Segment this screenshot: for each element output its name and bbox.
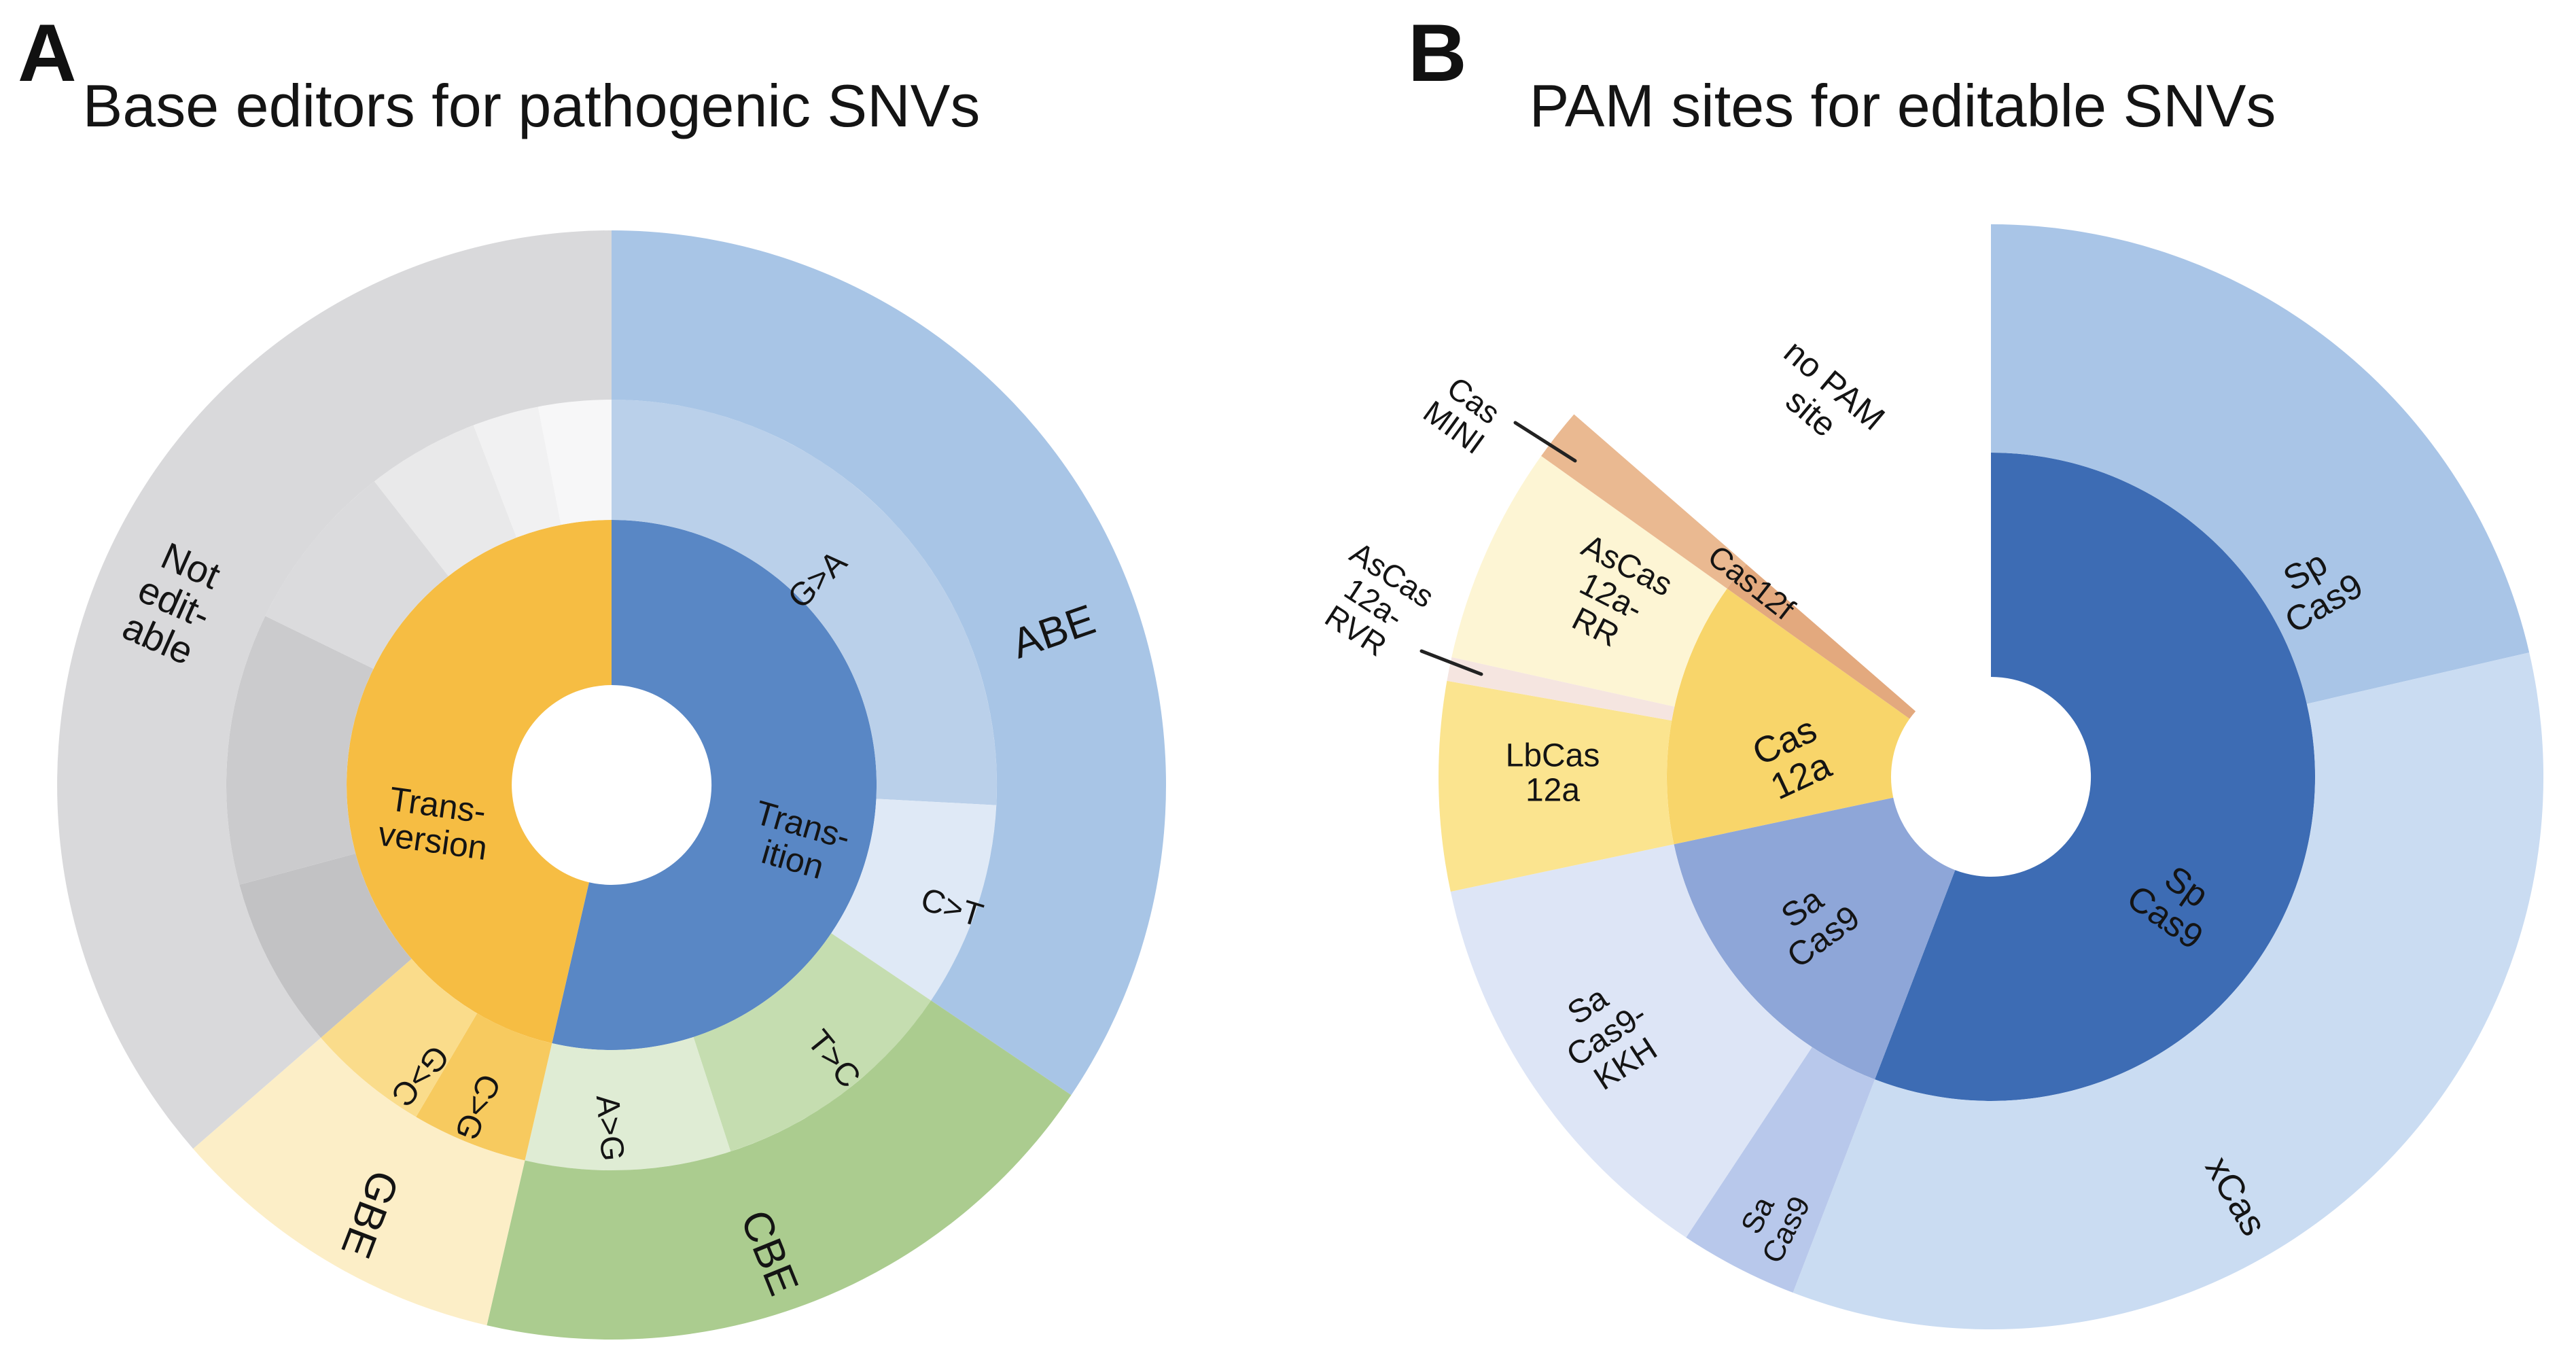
label-b-ascas-12a-rvr: AsCas12a-RVR [1307,535,1440,671]
segment-a-mid-noneditable-1[interactable] [239,853,412,1038]
segment-a-mid-noneditable-4[interactable] [374,425,517,576]
segment-a-outer-abe[interactable] [612,230,1167,1096]
segment-b-outer-lbcas-12a[interactable] [1439,680,1674,892]
segment-a-mid-g-to-c[interactable] [321,958,478,1117]
segment-b-outer-sp-cas9[interactable] [1991,224,2530,704]
segment-b-inner-sp-cas9[interactable] [1875,453,2316,1101]
label-a-not-editable: Notedit-able [116,531,233,674]
label-a-a-to-g: A>G [589,1094,631,1163]
segment-b-inner-cas-12a[interactable] [1666,589,1910,845]
segment-a-outer-gbe[interactable] [193,1038,525,1326]
segment-b-outer-sa-cas9-kkh[interactable] [1450,844,1812,1238]
segment-a-mid-noneditable-2[interactable] [226,616,374,885]
segment-b-outer-xcas[interactable] [1793,652,2544,1330]
segment-b-inner-cas12f[interactable] [1727,564,1916,719]
panel-b-letter: B [1408,7,1467,99]
segment-a-inner-transversion[interactable] [347,520,612,1043]
segment-a-mid-a-to-g[interactable] [525,1036,731,1170]
segment-a-outer-not-editable[interactable] [57,230,612,1149]
segment-a-mid-noneditable-5[interactable] [473,406,561,538]
panel-a-letter: A [18,7,77,99]
segment-a-inner-transition[interactable] [552,520,877,1051]
segment-a-mid-t-to-c[interactable] [693,933,932,1152]
segment-a-outer-cbe[interactable] [487,1000,1072,1340]
cas-mini-pointer-line [1513,421,1577,463]
label-a-transversion: Trans-version [376,779,495,867]
segment-b-outer-cas-mini[interactable] [1541,414,1746,589]
segment-b-outer-sa-cas9[interactable] [1686,1047,1875,1293]
sunburst-A: Trans-itionTrans-versionG>AC>TT>CA>GC>GG… [57,230,1167,1340]
ascas-12a-rvr-pointer-line [1419,649,1483,676]
segment-b-outer-ascas-12a-rvr[interactable] [1447,657,1675,721]
label-b-cas-mini: CasMINI [1417,366,1511,461]
label-b-no-pam-site: no PAMsite [1754,332,1892,465]
segment-b-inner-sa-cas9[interactable] [1674,797,1956,1080]
panel-a-title: Base editors for pathogenic SNVs [82,72,981,139]
segment-a-mid-c-to-g[interactable] [416,1013,552,1161]
segment-a-mid-noneditable-6[interactable] [537,400,612,525]
segment-a-mid-g-to-a[interactable] [612,400,997,805]
panel-b-title: PAM sites for editable SNVs [1529,72,2276,139]
segment-a-mid-noneditable-3[interactable] [265,481,448,669]
segment-a-mid-c-to-t[interactable] [831,799,997,1001]
sunburst-B: SpCas9SpCas9xCasSaCas9SaCas9SaCas9-KKHLb… [1307,224,2544,1330]
segment-b-outer-ascas-12a-rr[interactable] [1451,455,1727,707]
